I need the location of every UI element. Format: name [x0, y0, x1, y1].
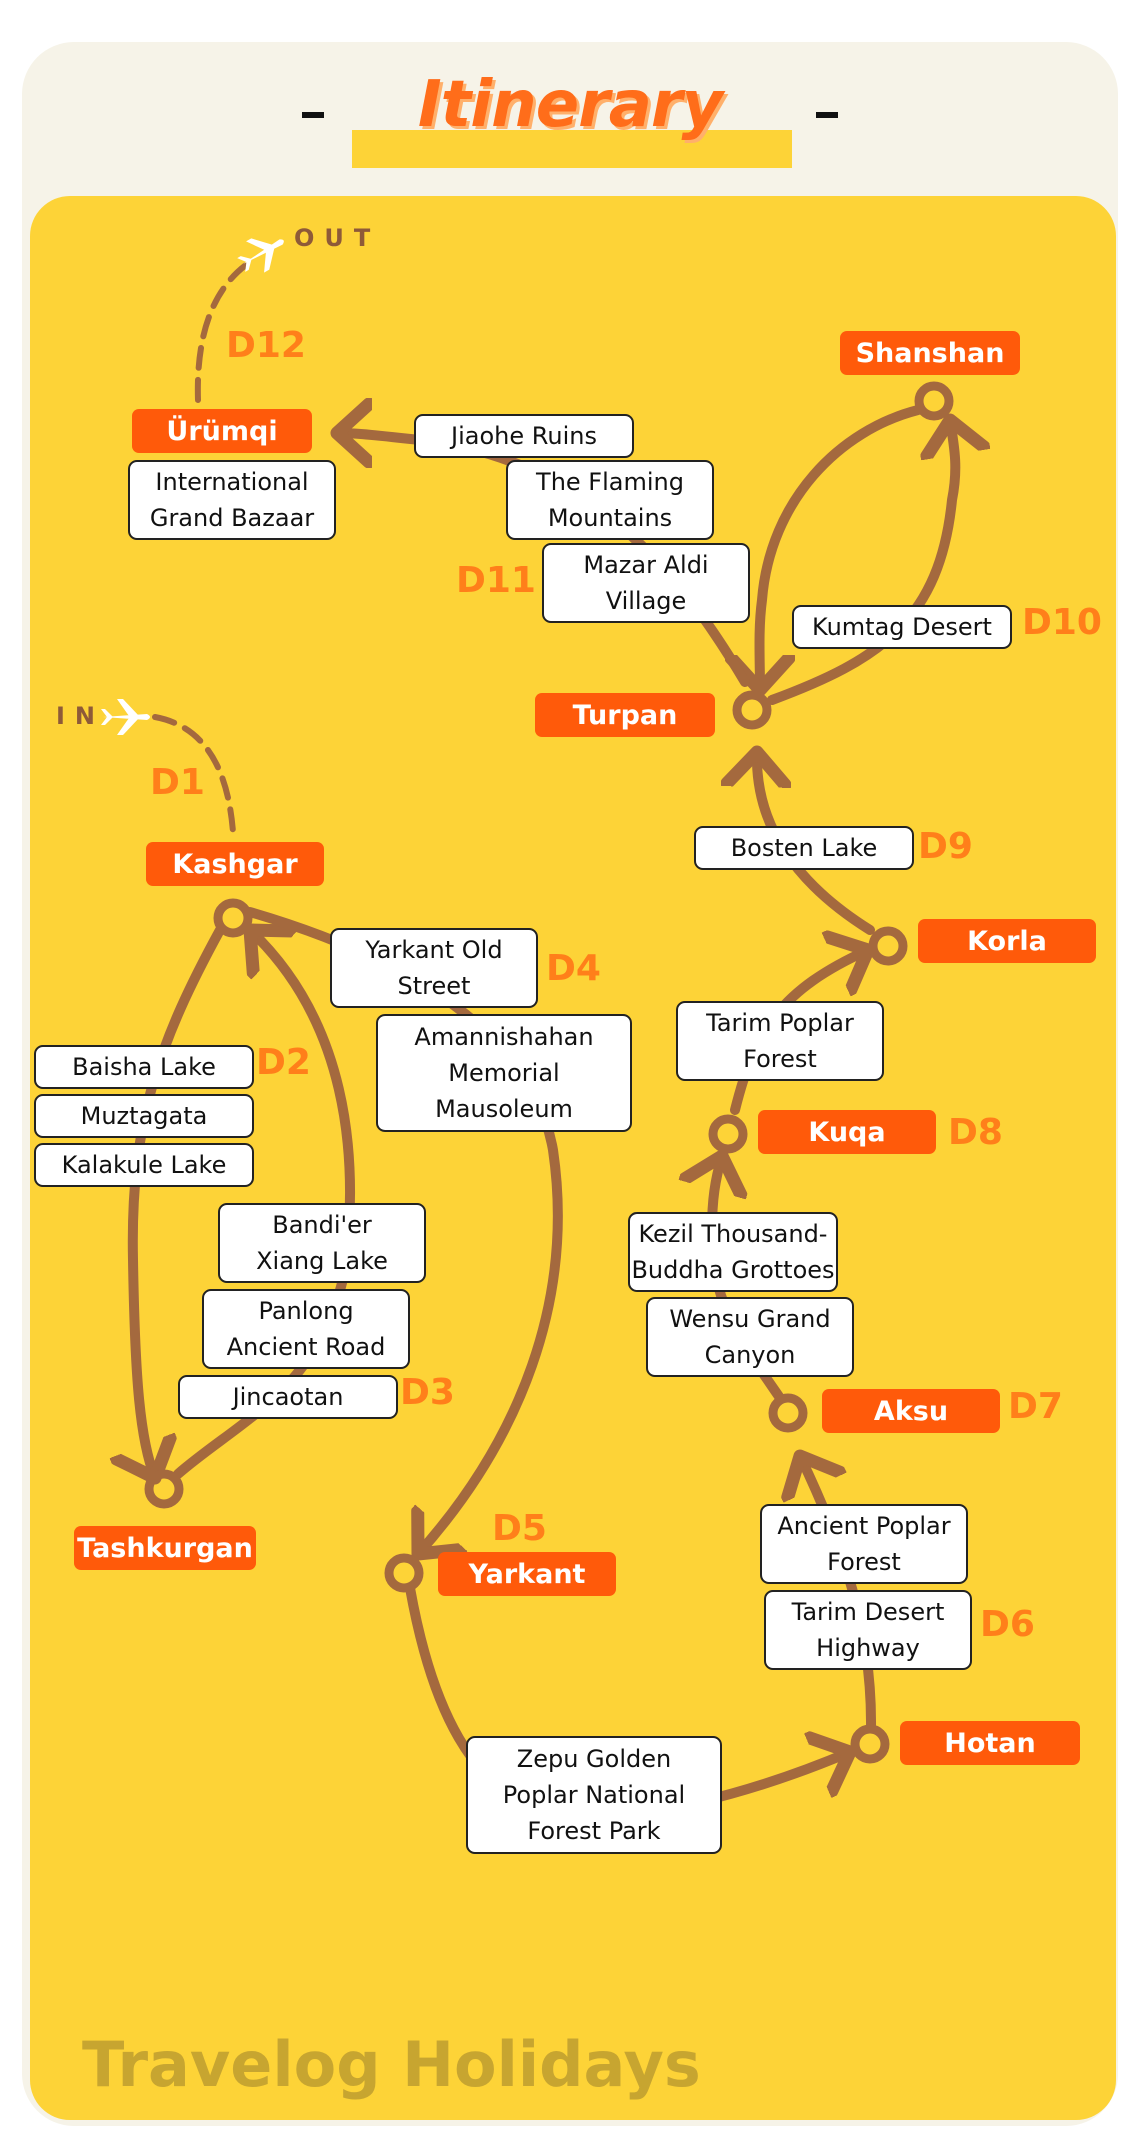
stop-kashgar: [213, 898, 253, 938]
day-label-d3: D3: [400, 1372, 455, 1413]
attraction-bosten-lake: Bosten Lake: [694, 826, 914, 870]
stop-tashkurgan: [144, 1469, 184, 1509]
day-label-d11: D11: [456, 560, 536, 601]
stop-hotan: [850, 1724, 890, 1764]
route-d2: [133, 925, 225, 1478]
node-shanshan: Shanshan: [840, 331, 1020, 375]
title-right-dash: [816, 112, 838, 118]
stop-turpan: [732, 690, 772, 730]
day-label-d7: D7: [1008, 1386, 1063, 1427]
node-hotan: Hotan: [900, 1721, 1080, 1765]
route-d10a: [767, 420, 955, 705]
day-label-d8: D8: [948, 1112, 1003, 1153]
brand-name: Travelog Holidays: [82, 2028, 701, 2101]
stop-kuqa: [708, 1114, 748, 1154]
flight-out-path: [194, 259, 253, 403]
stop-korla: [868, 926, 908, 966]
node-kuqa: Kuqa: [758, 1110, 936, 1154]
route-d10b: [760, 405, 923, 690]
attraction-jincaotan: Jincaotan: [178, 1375, 398, 1419]
plane-out-icon: [237, 238, 284, 273]
attraction-kumtag-desert: Kumtag Desert: [792, 605, 1012, 649]
node-korla: Korla: [918, 919, 1096, 963]
day-label-d6: D6: [980, 1604, 1035, 1645]
page-title: Itinerary: [417, 68, 723, 142]
title-underline-bar: [352, 130, 792, 168]
node-urumqi: Ürümqi: [132, 409, 312, 453]
stop-shanshan: [914, 381, 954, 421]
node-tashkurgan: Tashkurgan: [74, 1526, 256, 1570]
day-label-d12: D12: [226, 325, 306, 366]
title-left-dash: [302, 112, 324, 118]
day-label-d10: D10: [1022, 602, 1102, 643]
node-turpan: Turpan: [535, 693, 715, 737]
attraction-kezil-grottoes: Kezil Thousand-Buddha Grottoes: [628, 1212, 838, 1292]
attraction-muztagata: Muztagata: [34, 1094, 254, 1138]
stop-aksu: [768, 1393, 808, 1433]
attraction-baisha-lake: Baisha Lake: [34, 1045, 254, 1089]
node-yarkant: Yarkant: [438, 1552, 616, 1596]
node-aksu: Aksu: [822, 1389, 1000, 1433]
attraction-kalakule-lake: Kalakule Lake: [34, 1143, 254, 1187]
flight-out-label: OUT: [294, 224, 381, 252]
day-label-d4: D4: [546, 948, 601, 989]
attraction-jiaohe-ruins: Jiaohe Ruins: [414, 414, 634, 458]
day-label-d9: D9: [918, 826, 973, 867]
stop-yarkant: [384, 1553, 424, 1593]
plane-in-icon: [101, 699, 150, 735]
day-label-d5: D5: [492, 1508, 547, 1549]
flight-in-path: [152, 714, 236, 835]
day-label-d1: D1: [150, 762, 205, 803]
flight-in-label: IN: [56, 702, 106, 730]
node-kashgar: Kashgar: [146, 842, 324, 886]
day-label-d2: D2: [256, 1042, 311, 1083]
